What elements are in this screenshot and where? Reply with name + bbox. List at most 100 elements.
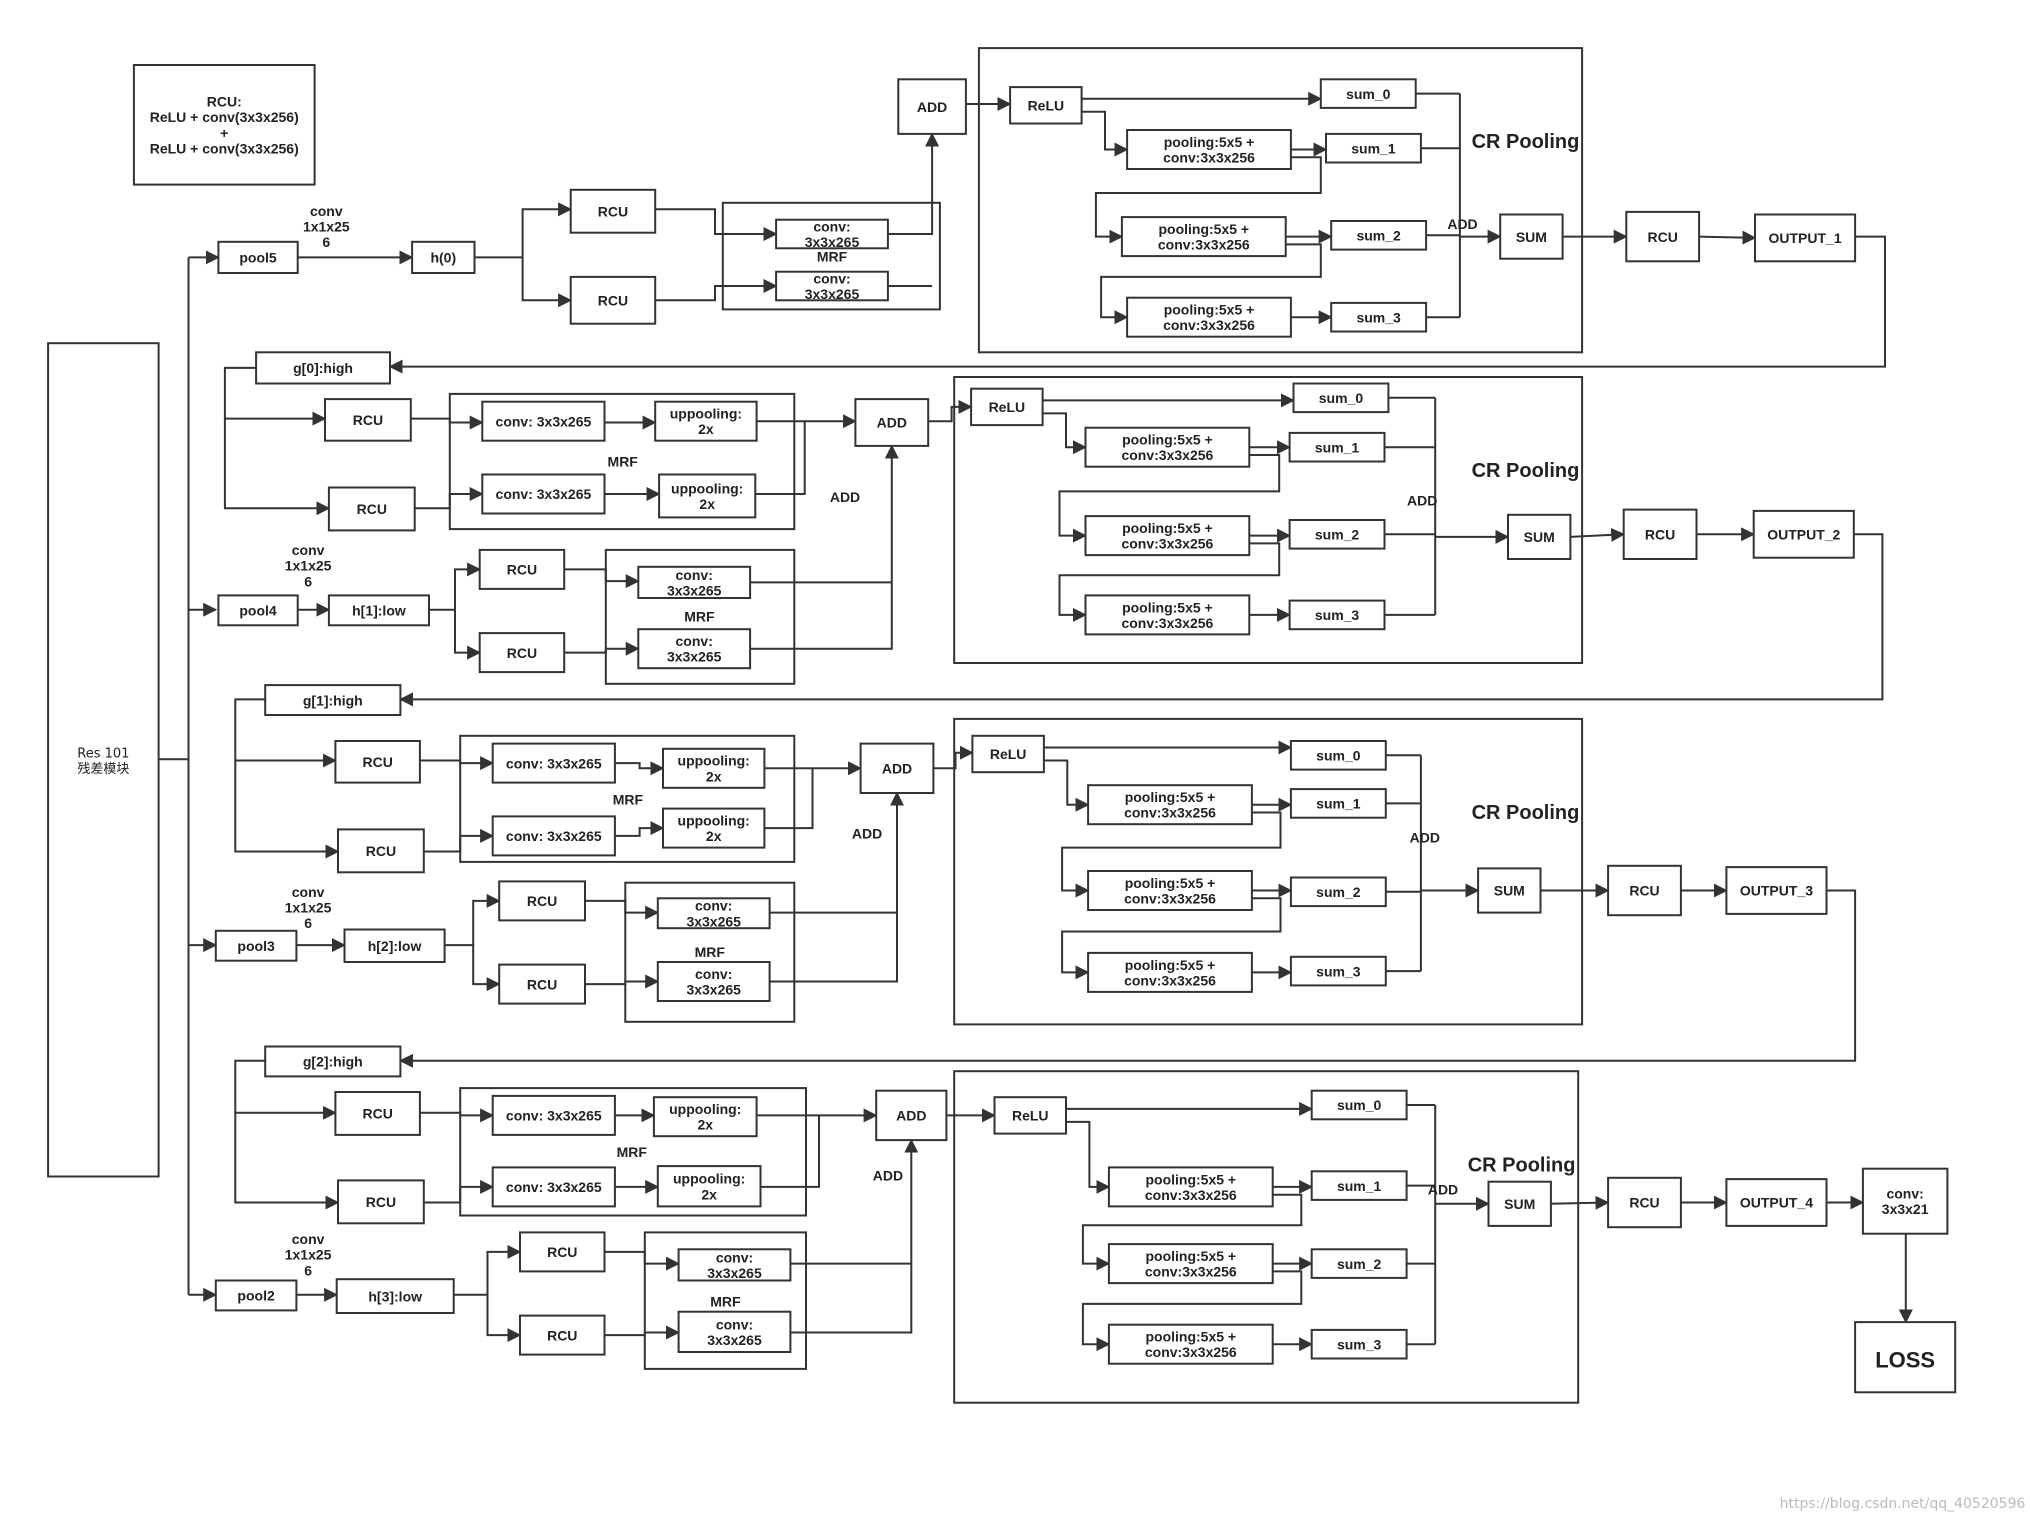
sum-3: SUM — [1487, 1180, 1552, 1227]
connector — [234, 1059, 337, 1120]
rcu-3b: RCU — [337, 828, 425, 874]
sum-box-3-3-label: sum_3 — [1337, 1336, 1382, 1352]
conv-1b-rect — [775, 270, 889, 302]
rcu-legend-label: RCU: — [207, 94, 242, 110]
rcu-legend-label: + — [220, 125, 228, 141]
rcu-2c-rect — [478, 548, 566, 590]
uppool-2a-label: 2x — [698, 421, 714, 437]
pool-box-0-rect — [217, 240, 299, 275]
rcu-out-2: RCU — [1607, 864, 1682, 917]
rcu-out-3-label: RCU — [1629, 1195, 1659, 1211]
connector — [453, 1244, 522, 1296]
mrf-label: MRF — [613, 792, 644, 808]
rcu-1b: RCU — [569, 275, 657, 325]
pool-conv-3-2-rect — [1107, 1323, 1274, 1365]
pool-conv-2-0-label: pooling:5x5 + — [1125, 789, 1216, 805]
sum-box-1-2-label: sum_2 — [1315, 527, 1360, 543]
cr-pooling-frame-3 — [953, 1070, 1580, 1404]
rcu-4c-label: RCU — [547, 1244, 577, 1260]
connector — [419, 756, 495, 771]
mrf-label: MRF — [695, 944, 726, 960]
add-3: ADD — [859, 742, 935, 794]
pool-conv-1-1-label: pooling:5x5 + — [1122, 520, 1213, 536]
rcu-4d-rect — [519, 1314, 606, 1356]
rcu-2a-label: RCU — [353, 412, 383, 428]
conv-2a: conv: 3x3x265 — [481, 400, 606, 442]
pool-box-2: pool3 — [214, 929, 298, 962]
add-3-rect — [859, 742, 935, 794]
sum-3-rect — [1487, 1180, 1552, 1227]
loss-box: LOSS — [1854, 1321, 1957, 1394]
conv-1x1-label: conv — [292, 1231, 325, 1247]
pool-conv-3-2: pooling:5x5 +conv:3x3x256 — [1107, 1323, 1274, 1365]
sum-box-1-3-label: sum_3 — [1315, 607, 1360, 623]
conv-4a: conv: 3x3x265 — [491, 1094, 616, 1136]
output-3: OUTPUT_4 — [1725, 1178, 1828, 1227]
uppool-3b-rect — [662, 807, 766, 849]
pool-conv-3-0-rect — [1107, 1166, 1274, 1208]
add-2-rect — [854, 398, 930, 447]
pool-conv-2-2: pooling:5x5 +conv:3x3x256 — [1087, 951, 1253, 993]
rcu-out-3-rect — [1607, 1176, 1682, 1229]
pool-conv-0-0-label: conv:3x3x256 — [1163, 150, 1255, 166]
connector — [585, 899, 660, 920]
rcu-3d: RCU — [498, 963, 587, 1005]
rcu-out-1-label: RCU — [1645, 527, 1675, 543]
pool-conv-0-1-label: conv:3x3x256 — [1158, 237, 1250, 253]
sum-0: SUM — [1499, 213, 1564, 260]
connector — [474, 202, 573, 259]
sum-box-0-0-rect — [1319, 78, 1417, 109]
pool-conv-2-2-label: pooling:5x5 + — [1125, 957, 1216, 973]
mrf-frame-1 — [721, 201, 941, 311]
uppool-4b: uppooling:2x — [656, 1165, 762, 1208]
connector — [521, 257, 573, 308]
add-label: ADD — [1407, 493, 1437, 509]
mrf-frame-2 — [448, 392, 796, 531]
sum-box-0-3-rect — [1330, 301, 1428, 333]
conv-1x1-label: 1x1x25 — [285, 900, 332, 916]
connector — [604, 1250, 680, 1271]
connector — [419, 1108, 495, 1123]
pool-box-0-label: pool5 — [239, 250, 277, 266]
pool-conv-0-0-label: pooling:5x5 + — [1164, 134, 1255, 150]
uppool-2a-label: uppooling: — [670, 406, 742, 422]
add-2-label: ADD — [877, 415, 907, 431]
conv-2c-rect — [637, 565, 752, 599]
rcu-out-0-label: RCU — [1648, 229, 1678, 245]
sum-box-0-1-rect — [1325, 132, 1422, 164]
conv-3d-rect — [656, 961, 771, 1002]
output-1-rect — [1752, 509, 1855, 559]
output-2-rect — [1725, 866, 1828, 915]
final-conv-label: conv: — [1886, 1186, 1923, 1202]
uppool-3a: uppooling:2x — [662, 747, 766, 789]
rcu-1b-label: RCU — [598, 293, 628, 309]
pool-box-1-rect — [217, 594, 299, 627]
sum-box-0-2-label: sum_2 — [1356, 228, 1401, 244]
resnet-backbone-label: 残差模块 — [77, 762, 129, 777]
relu-1-label: ReLU — [989, 399, 1026, 415]
rcu-out-2-rect — [1607, 864, 1682, 917]
pool-conv-3-0-label: conv:3x3x256 — [1145, 1187, 1237, 1203]
pool-chain — [1081, 1270, 1303, 1352]
pool-conv-3-1: pooling:5x5 +conv:3x3x256 — [1107, 1243, 1274, 1285]
connector — [234, 760, 340, 859]
conv-1x1-label: 1x1x25 — [285, 1247, 332, 1263]
uppool-2b-rect — [658, 473, 757, 519]
mrf-label: MRF — [608, 454, 639, 470]
sum-to-rcu — [1550, 1195, 1610, 1210]
rcu-4c-rect — [519, 1231, 606, 1273]
h-box-1-rect — [327, 594, 430, 627]
connector — [429, 562, 482, 611]
sum-box-0-3: sum_3 — [1330, 301, 1428, 333]
pool-conv-2-1: pooling:5x5 +conv:3x3x256 — [1087, 870, 1253, 911]
rcu-3d-rect — [498, 963, 587, 1005]
pool-chain — [1094, 156, 1322, 244]
add-label: ADD — [1410, 829, 1440, 845]
sum-box-3-1-label: sum_1 — [1337, 1178, 1382, 1194]
sum-box-3-0-label: sum_0 — [1337, 1097, 1382, 1113]
pool-box-0: pool5 — [217, 240, 299, 275]
rcu-legend-label: ReLU + conv(3x3x256) — [150, 140, 299, 156]
conv-4a-rect — [491, 1094, 616, 1136]
rcu-4b-label: RCU — [366, 1194, 396, 1210]
add-label: ADD — [1447, 216, 1477, 232]
